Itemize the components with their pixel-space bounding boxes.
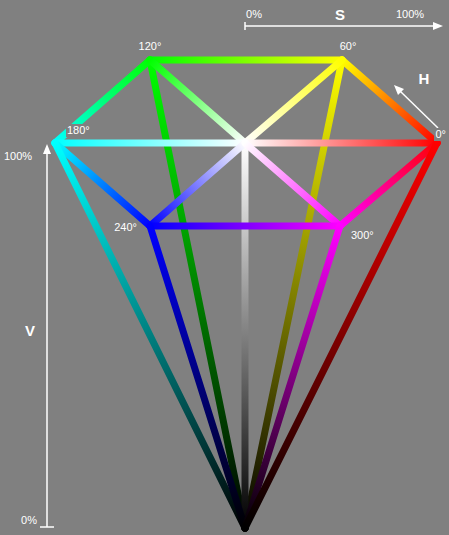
hue-angle-label: 0° xyxy=(434,128,447,141)
axis-label: H xyxy=(418,70,431,87)
scale-label: 0% xyxy=(20,514,38,527)
axis-label: S xyxy=(334,6,346,23)
hue-angle-label: 180° xyxy=(66,124,91,137)
hue-angle-label: 120° xyxy=(138,40,163,53)
hue-angle-label: 300° xyxy=(350,229,375,242)
scale-label: 100% xyxy=(395,8,425,21)
hue-angle-label: 240° xyxy=(113,221,138,234)
axis-label: V xyxy=(24,322,36,339)
scale-label: 100% xyxy=(3,150,33,163)
scale-label: 0% xyxy=(245,8,263,21)
hue-angle-label: 60° xyxy=(339,40,358,53)
